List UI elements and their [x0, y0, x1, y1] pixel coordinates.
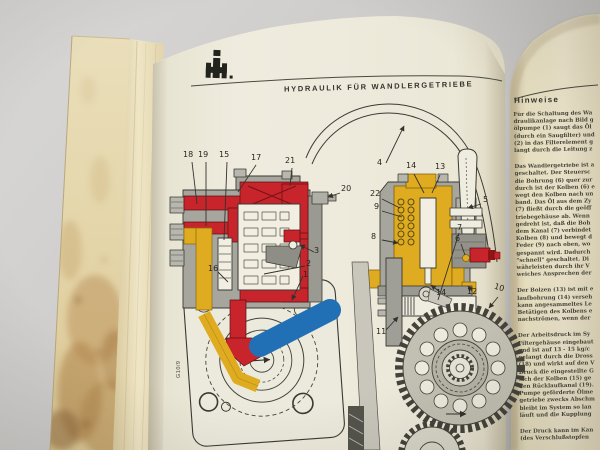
part-label-14b: 14 [436, 288, 447, 297]
notes-paragraph-5: Der Druck kann im Kan (des Verschlußstop… [519, 427, 594, 443]
part-label-2: 2 [306, 259, 312, 268]
part-label-5: 5 [483, 195, 489, 204]
part-label-21: 21 [285, 156, 296, 165]
part-label-10: 10 [493, 281, 506, 294]
part-label-9: 9 [374, 202, 380, 211]
notes-paragraph-1: Für die Schaltung des Wa draulikanlage n… [513, 110, 595, 155]
part-label-16: 16 [208, 264, 219, 273]
page-title: HYDRAULIK FÜR WANDLERGETRIEBE [283, 79, 474, 94]
part-label-8: 8 [371, 232, 377, 241]
notes-paragraph-4: Der Arbeitsdruck im Sy Filtergehäuse ein… [517, 331, 595, 419]
part-label-17: 17 [251, 153, 262, 162]
part-label-20: 20 [341, 184, 352, 193]
notes-paragraph-2: Das Wandlergetriebe ist a geschaltet. De… [514, 162, 595, 279]
part-label-4: 4 [377, 158, 383, 167]
part-label-1: 1 [303, 270, 309, 279]
part-label-19: 19 [198, 150, 209, 159]
part-label-3: 3 [314, 246, 320, 255]
notes-column: Hinweise Für die Schaltung des Wa drauli… [513, 94, 600, 450]
part-label-6: 6 [455, 234, 461, 243]
part-label-15: 15 [219, 150, 230, 159]
part-label-22: 22 [370, 189, 381, 198]
notes-paragraph-3: Der Bolzen (13) ist mit e laufbohrung (1… [517, 286, 594, 324]
part-label-12: 12 [467, 287, 478, 296]
part-label-18: 18 [183, 150, 194, 159]
part-label-13: 13 [435, 162, 446, 171]
part-label-11: 11 [376, 327, 387, 336]
part-label-14: 14 [406, 161, 417, 170]
notes-heading: Hinweise [513, 95, 560, 105]
figure-code: G10/9 [176, 360, 182, 378]
part-label-7: 7 [457, 223, 463, 232]
